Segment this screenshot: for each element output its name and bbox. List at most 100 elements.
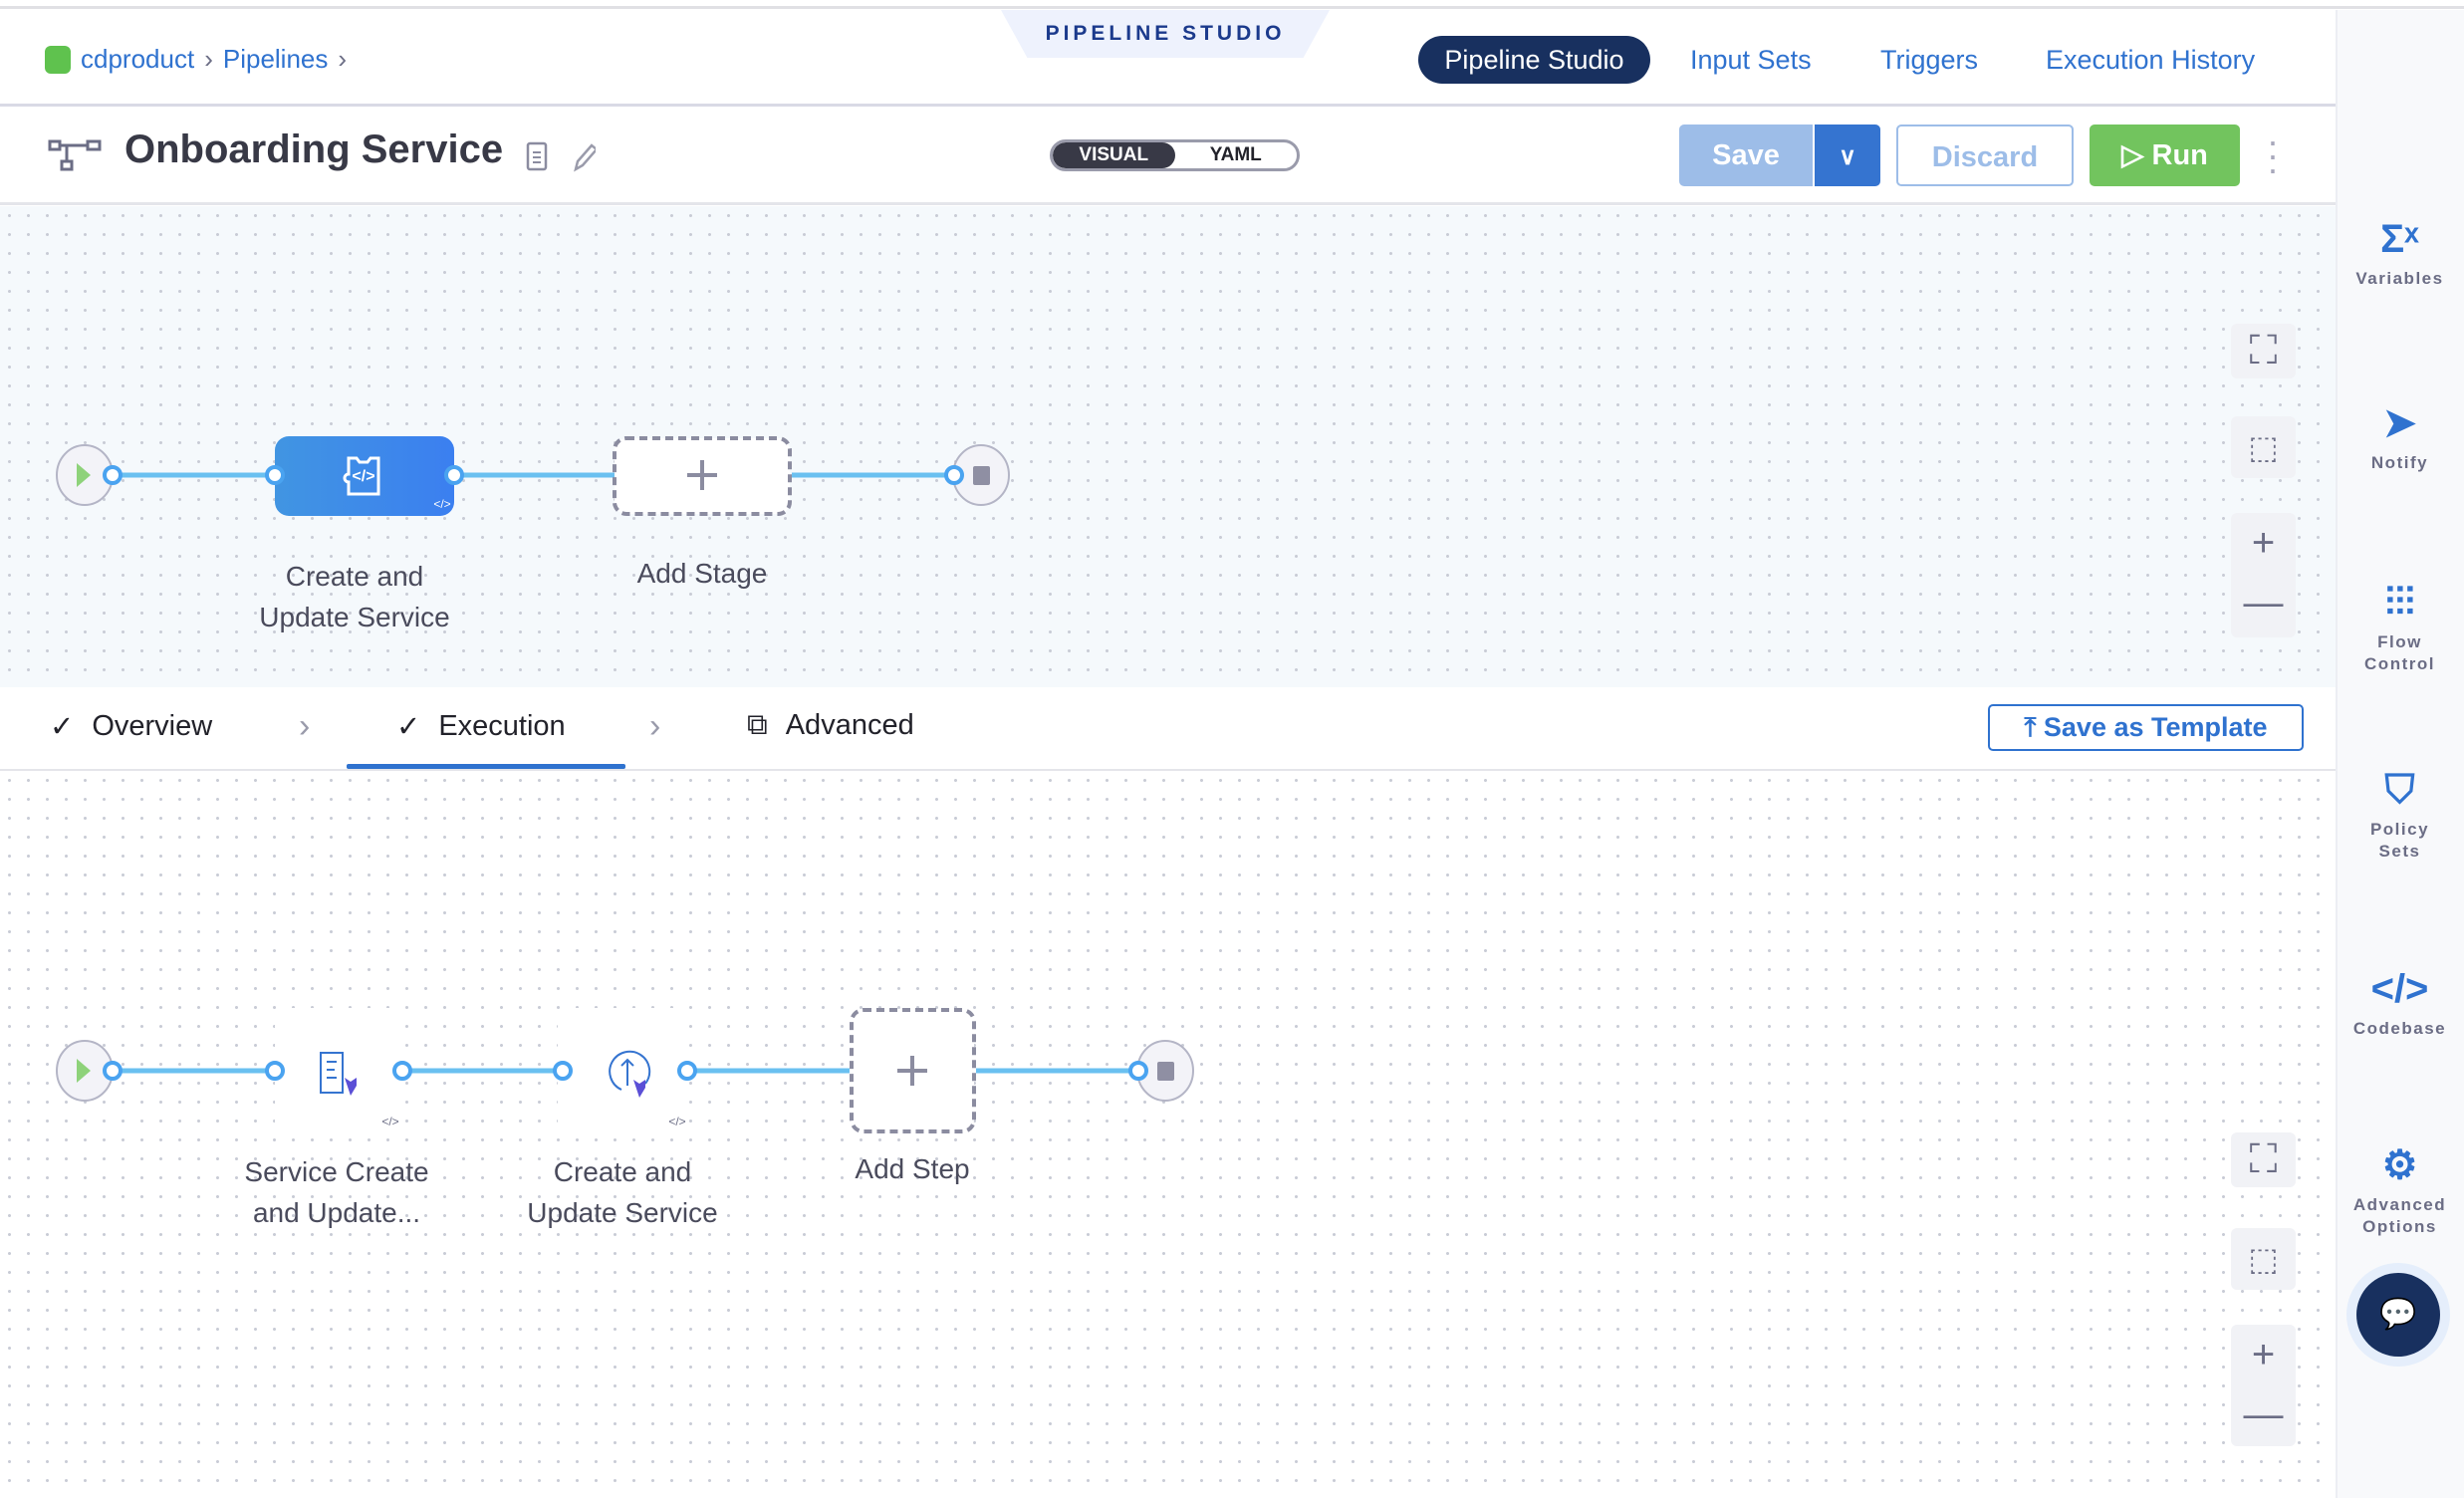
svg-text:</>: </> <box>668 1115 685 1128</box>
execution-start-node <box>56 1040 123 1102</box>
advanced-settings-icon: ⧉ <box>747 709 768 741</box>
stage-graph: </> </> <box>56 436 1010 516</box>
sidebar-item-flow-control[interactable]: ⫶⫶⫶ Flow Control <box>2336 578 2464 675</box>
zoom-controls: +— <box>2231 513 2296 637</box>
stage-label-line: Update Service <box>259 602 450 632</box>
add-step-label: Add Step <box>855 1153 970 1184</box>
select-area-icon[interactable]: ⬚ <box>2231 416 2296 478</box>
execution-end-node <box>1128 1040 1194 1102</box>
sliders-icon: ⫶⫶⫶ <box>2384 581 2415 624</box>
save-as-template-label: Save as Template <box>2043 712 2268 742</box>
sidebar-label: Policy Sets <box>2369 820 2430 861</box>
chevron-down-icon: ∨ <box>1839 143 1856 170</box>
fit-to-screen-icon[interactable]: ⛶ <box>2231 324 2296 378</box>
plus-icon <box>897 1056 927 1086</box>
tab-advanced[interactable]: ⧉ Advanced <box>747 709 914 742</box>
pipeline-icon <box>48 139 102 171</box>
zoom-out-icon[interactable]: — <box>2243 1392 2284 1436</box>
step-label-line: Service Create <box>244 1156 429 1187</box>
sidebar-label: Notify <box>2370 453 2429 472</box>
pipeline-title: Onboarding Service <box>124 127 504 171</box>
tab-label: Advanced <box>785 709 914 741</box>
step-node-create-update[interactable]: </> <box>553 1008 697 1133</box>
edit-pencil-icon[interactable] <box>574 143 596 172</box>
svg-text:</>: </> <box>352 468 374 485</box>
step-node-service-create[interactable]: </> <box>265 1008 412 1133</box>
breadcrumb: cdproduct › Pipelines › <box>45 44 347 75</box>
pipeline-start-node <box>56 444 123 506</box>
visual-yaml-toggle[interactable]: VISUAL YAML <box>1050 139 1300 171</box>
sidebar-item-advanced-options[interactable]: ⚙ Advanced Options <box>2336 1140 2464 1238</box>
nav-input-sets[interactable]: Input Sets <box>1690 45 1812 75</box>
nav-pipeline-studio[interactable]: Pipeline Studio <box>1418 36 1650 84</box>
chevron-right-icon: › <box>204 44 213 74</box>
run-button[interactable]: ▷ Run <box>2090 125 2240 186</box>
stage-tabs <box>0 687 2336 771</box>
discard-button[interactable]: Discard <box>1896 125 2074 186</box>
tab-label: Overview <box>92 710 213 742</box>
stage-label-line: Create and <box>285 561 424 592</box>
sidebar-label: Advanced Options <box>2352 1195 2447 1236</box>
check-icon: ✓ <box>396 711 421 743</box>
chevron-right-icon: › <box>649 707 661 745</box>
save-options-dropdown[interactable]: ∨ <box>1813 125 1880 186</box>
nav-execution-history[interactable]: Execution History <box>2046 45 2256 75</box>
svg-text:</>: </> <box>381 1115 398 1128</box>
pipeline-studio-label: PIPELINE STUDIO <box>1001 10 1330 58</box>
paper-plane-icon: ➤ <box>2382 401 2417 445</box>
add-step-button[interactable] <box>850 1008 976 1133</box>
save-as-template-button[interactable]: ⤒ Save as Template <box>1988 704 2304 751</box>
play-circle-icon: ▷ <box>2121 139 2144 171</box>
step-label-line: Update Service <box>527 1197 718 1228</box>
tab-label: Execution <box>438 710 566 742</box>
terraform-icon <box>345 1078 357 1096</box>
sidebar-item-notify[interactable]: ➤ Notify <box>2336 398 2464 474</box>
svg-text:</>: </> <box>433 497 450 511</box>
select-area-icon[interactable]: ⬚ <box>2231 1228 2296 1290</box>
stage-node[interactable]: </> </> <box>265 436 464 516</box>
save-button[interactable]: Save <box>1679 125 1813 186</box>
breadcrumb-project[interactable]: cdproduct <box>81 44 195 74</box>
right-sidebar <box>2336 10 2464 1498</box>
chat-question-icon: 💬 <box>2379 1298 2417 1331</box>
sidebar-item-policy-sets[interactable]: ⛉ Policy Sets <box>2336 765 2464 863</box>
sidebar-label: Codebase <box>2352 1019 2447 1038</box>
advanced-options-icon: ⚙ <box>2381 1143 2418 1187</box>
terraform-icon <box>633 1080 645 1098</box>
shield-check-icon: ⛉ <box>2384 768 2415 812</box>
run-label: Run <box>2151 139 2208 171</box>
help-chat-button[interactable]: 💬 <box>2356 1273 2440 1357</box>
step-graph: </> </> <box>56 1008 1194 1133</box>
step-label-line: Create and <box>553 1156 692 1187</box>
notes-icon[interactable] <box>526 141 548 171</box>
zoom-in-icon[interactable]: + <box>2251 1333 2276 1376</box>
tab-execution[interactable]: ✓ Execution <box>396 709 566 744</box>
add-stage-label: Add Stage <box>636 558 768 589</box>
add-stage-button[interactable] <box>613 436 792 516</box>
nav-triggers[interactable]: Triggers <box>1880 45 1979 75</box>
sidebar-label: Flow Control <box>2364 632 2435 673</box>
toggle-visual[interactable]: VISUAL <box>1053 142 1175 168</box>
sidebar-label: Variables <box>2355 269 2444 288</box>
top-border <box>0 0 2464 9</box>
zoom-in-icon[interactable]: + <box>2251 521 2276 565</box>
toggle-yaml[interactable]: YAML <box>1209 144 1262 165</box>
zoom-controls: +— <box>2231 1325 2296 1446</box>
plus-icon <box>687 460 717 490</box>
chevron-right-icon: › <box>338 44 348 74</box>
code-warning-icon: </> <box>2370 967 2429 1011</box>
fit-to-screen-icon[interactable]: ⛶ <box>2231 1132 2296 1187</box>
pipeline-end-node <box>944 444 1010 506</box>
chevron-right-icon: › <box>299 707 311 745</box>
zoom-out-icon[interactable]: — <box>2243 581 2284 624</box>
sidebar-item-codebase[interactable]: </> Codebase <box>2336 964 2464 1040</box>
more-options-icon[interactable]: ··· <box>2267 121 2279 189</box>
tab-overview[interactable]: ✓Overview <box>50 709 212 744</box>
breadcrumb-pipelines[interactable]: Pipelines <box>222 44 329 74</box>
active-tab-indicator <box>347 764 625 769</box>
execution-canvas[interactable] <box>0 771 2336 1498</box>
